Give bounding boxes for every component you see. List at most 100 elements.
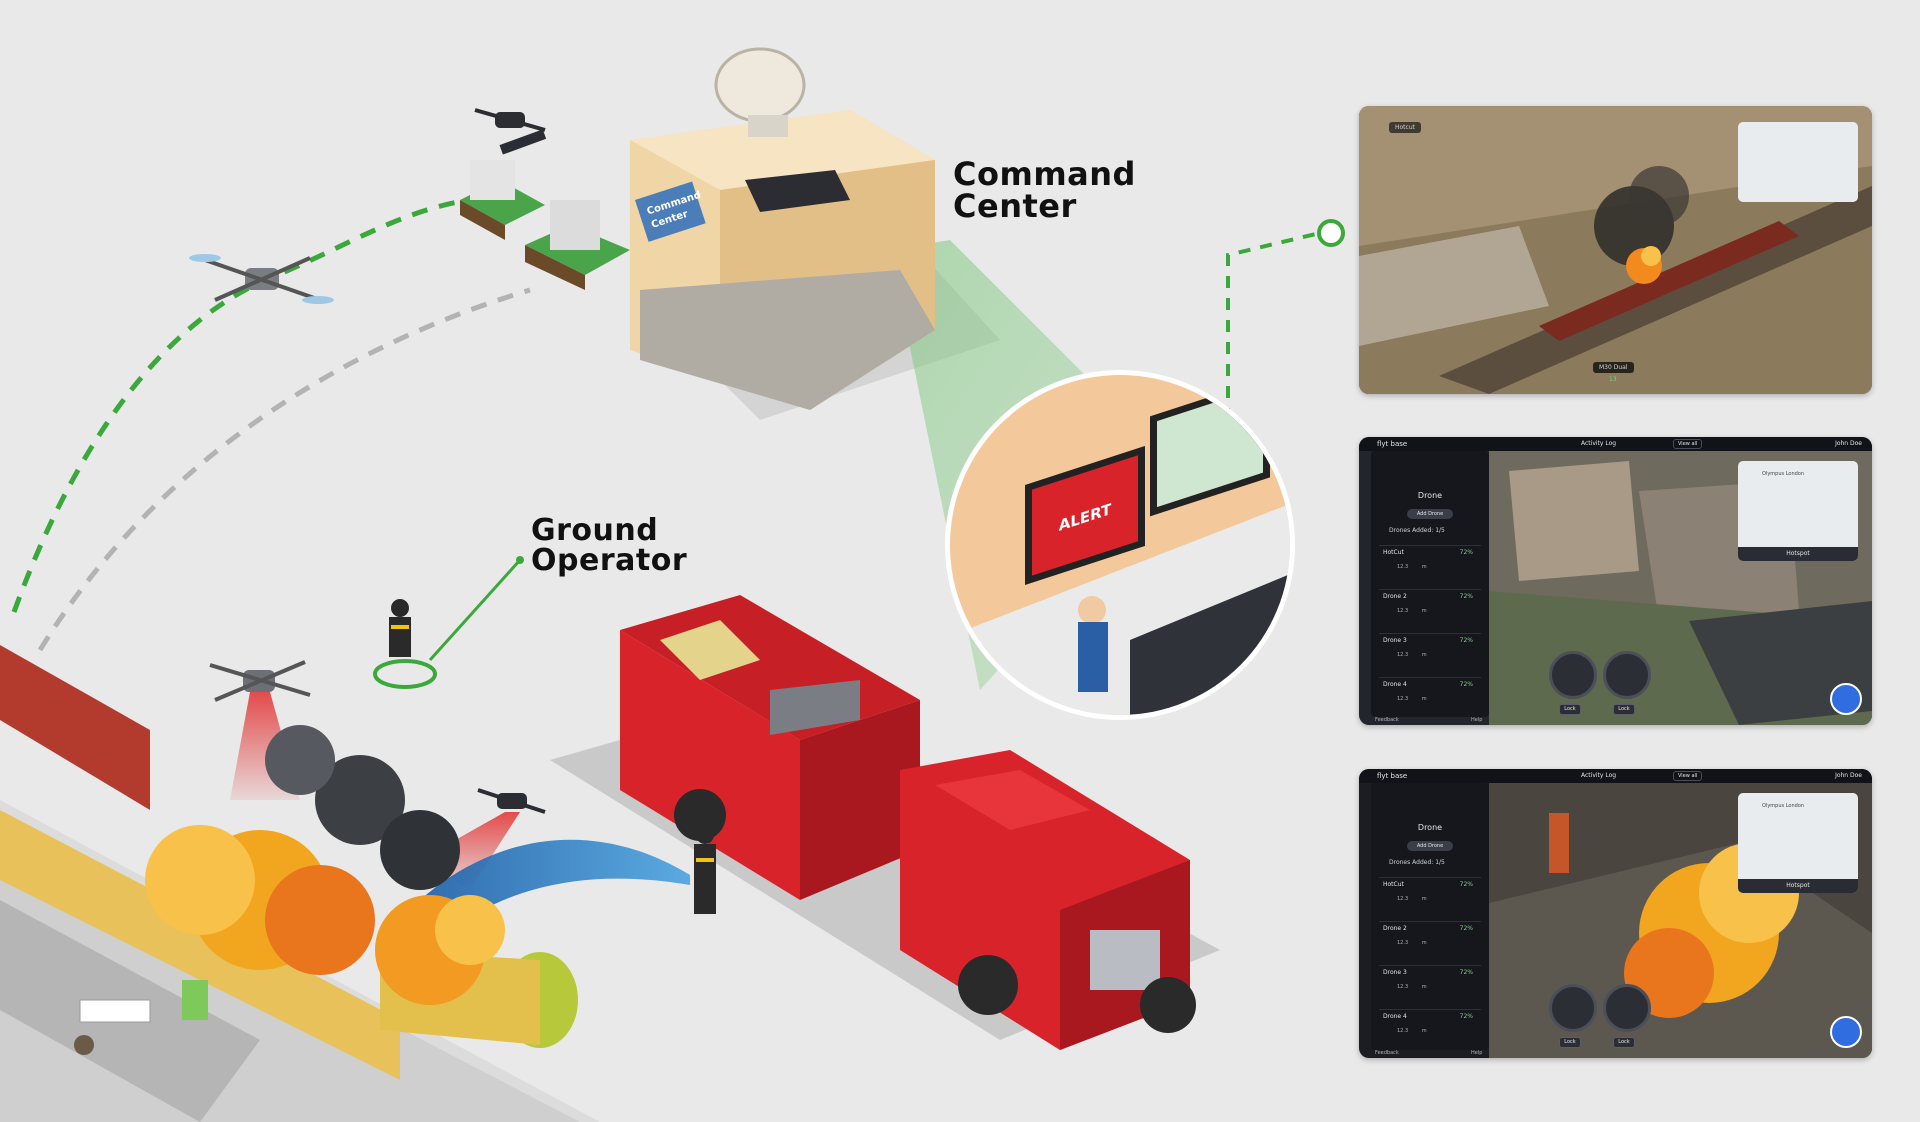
feedback-link[interactable]: Feedback <box>1375 1050 1399 1056</box>
drone-route-green <box>11 197 471 613</box>
add-drone-button[interactable]: Add Drone <box>1407 841 1453 851</box>
drone-count: Drones Added: 1/5 <box>1389 527 1445 534</box>
building-sign <box>635 181 706 242</box>
drone-name: Drone 2 <box>1383 925 1407 932</box>
view-all-button[interactable]: View all <box>1673 771 1703 781</box>
firefighter-ground <box>389 599 411 657</box>
drone-altitude: 12.3 m <box>1397 896 1427 902</box>
alert-screen <box>1032 455 1138 576</box>
drone-battery: 72% <box>1459 549 1473 556</box>
fire-truck <box>620 595 1196 1050</box>
drone-altitude: 12.3 m <box>1397 652 1427 658</box>
drone-dock-2 <box>525 200 630 290</box>
add-drone-button[interactable]: Add Drone <box>1407 509 1453 519</box>
drone-altitude: 12.3 m <box>1397 984 1427 990</box>
firefighter-hose <box>694 826 716 914</box>
navigate-button[interactable] <box>1830 1016 1862 1048</box>
feed-minimap <box>1738 122 1858 202</box>
drone-altitude: 12.3 m <box>1397 564 1427 570</box>
drone-row[interactable]: HotCut 72% 12.3 m <box>1379 877 1481 914</box>
top-bar: flyt base Activity Log View all John Doe <box>1359 769 1872 783</box>
joystick-left[interactable] <box>1549 651 1597 699</box>
ground-operator-label: Ground Operator <box>531 516 687 576</box>
drone-row[interactable]: Drone 3 72% 12.3 m <box>1379 965 1481 1002</box>
drone-name: Drone 2 <box>1383 593 1407 600</box>
feedback-link[interactable]: Feedback <box>1375 717 1399 723</box>
control-room-zoom: ALERT <box>945 370 1295 720</box>
drone-panel: Drone Add Drone Drones Added: 1/5 HotCut… <box>1371 783 1489 1050</box>
panel-title: Drone <box>1417 823 1443 832</box>
drone-altitude: 12.3 m <box>1397 608 1427 614</box>
drone-battery: 72% <box>1459 681 1473 688</box>
drone-row[interactable]: Drone 4 72% 12.3 m <box>1379 677 1481 714</box>
ground-operator-pointer <box>428 558 522 662</box>
lock-left-button[interactable]: Lock <box>1559 704 1581 715</box>
map-label: Olympus London <box>1762 471 1805 477</box>
operator-figure <box>1078 622 1108 692</box>
drone-altitude: 12.3 m <box>1397 940 1427 946</box>
screen-debris-mission: flyt base Activity Log View all John Doe… <box>1359 437 1872 725</box>
command-center-label-line1: Command <box>953 155 1136 193</box>
drone-name: Drone 3 <box>1383 969 1407 976</box>
drone-count: Drones Added: 1/5 <box>1389 859 1445 866</box>
navigate-button[interactable] <box>1830 683 1862 715</box>
drone-row[interactable]: Drone 2 72% 12.3 m <box>1379 589 1481 626</box>
drone-name: Drone 3 <box>1383 637 1407 644</box>
minimap[interactable]: Olympus London Hotspot <box>1738 793 1858 893</box>
activity-log[interactable]: Activity Log <box>1581 440 1617 447</box>
drone-panel: Drone Add Drone Drones Added: 1/5 HotCut… <box>1371 451 1489 717</box>
flying-drone-1 <box>189 254 334 304</box>
joystick-right[interactable] <box>1603 651 1651 699</box>
ground-operator-marker <box>373 659 437 689</box>
station-platform <box>0 900 260 1122</box>
command-center-building: Command Center <box>630 47 935 410</box>
drone-name: Drone 4 <box>1383 1013 1407 1020</box>
drone-route-gray <box>37 287 531 652</box>
activity-log[interactable]: Activity Log <box>1581 772 1617 779</box>
screen-house-fire-mission: flyt base Activity Log View all John Doe… <box>1359 769 1872 1058</box>
feed-readout: 13 <box>1609 376 1617 383</box>
screen-train-fire-feed: Hotcut M30 Dual 13 <box>1359 106 1872 394</box>
view-all-button[interactable]: View all <box>1673 439 1703 449</box>
connector-command-screen <box>1226 231 1321 420</box>
panel-title: Drone <box>1417 491 1443 500</box>
map-label: Olympus London <box>1762 803 1805 809</box>
command-center-label: Command Center <box>953 158 1136 222</box>
drone-altitude: 12.3 m <box>1397 696 1427 702</box>
hotspot-button[interactable]: Hotspot <box>1738 547 1858 561</box>
help-link[interactable]: Help <box>1471 1050 1483 1056</box>
drone-name: HotCut <box>1383 881 1404 888</box>
flying-drone-5 <box>474 108 546 132</box>
help-link[interactable]: Help <box>1471 717 1483 723</box>
brand-logo: flyt base <box>1377 772 1408 780</box>
drone-battery: 72% <box>1459 1013 1473 1020</box>
drone-row[interactable]: HotCut 72% 12.3 m <box>1379 545 1481 582</box>
top-bar: flyt base Activity Log View all John Doe <box>1359 437 1872 451</box>
joystick-right[interactable] <box>1603 984 1651 1032</box>
user-name[interactable]: John Doe <box>1835 772 1862 779</box>
ground-operator-label-line1: Ground <box>531 513 659 548</box>
drone-battery: 72% <box>1459 637 1473 644</box>
feed-telemetry: M30 Dual <box>1593 362 1634 373</box>
lock-right-button[interactable]: Lock <box>1613 1037 1635 1048</box>
drone-altitude: 12.3 m <box>1397 1028 1427 1034</box>
user-name[interactable]: John Doe <box>1835 440 1862 447</box>
drone-row[interactable]: Drone 4 72% 12.3 m <box>1379 1009 1481 1046</box>
joystick-left[interactable] <box>1549 984 1597 1032</box>
drone-battery: 72% <box>1459 969 1473 976</box>
brand-logo: flyt base <box>1377 440 1408 448</box>
lock-right-button[interactable]: Lock <box>1613 704 1635 715</box>
minimap[interactable]: Olympus London Hotspot <box>1738 461 1858 561</box>
drone-row[interactable]: Drone 3 72% 12.3 m <box>1379 633 1481 670</box>
hotspot-button[interactable]: Hotspot <box>1738 879 1858 893</box>
fire-cloud <box>145 725 505 1005</box>
command-center-label-line2: Center <box>953 187 1077 225</box>
drone-row[interactable]: Drone 2 72% 12.3 m <box>1379 921 1481 958</box>
pointer-dot <box>516 556 524 564</box>
connector-node <box>1317 219 1345 247</box>
drone-battery: 72% <box>1459 925 1473 932</box>
satellite-dish <box>714 47 806 137</box>
drone-name: HotCut <box>1383 549 1404 556</box>
lock-left-button[interactable]: Lock <box>1559 1037 1581 1048</box>
